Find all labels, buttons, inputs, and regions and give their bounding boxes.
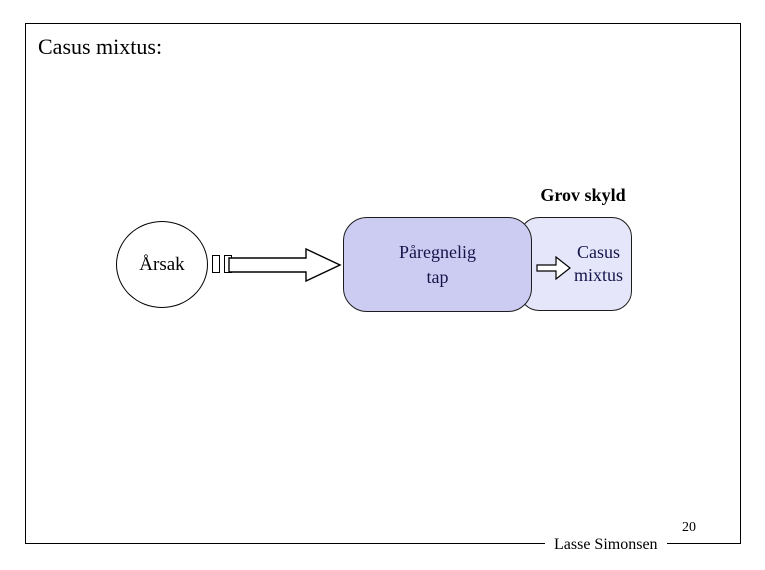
result-box: Casus mixtus [519,217,632,311]
grov-skyld-label: Grov skyld [540,185,626,205]
right-block-arrow-icon [228,247,342,283]
footer-author: Lasse Simonsen [545,536,667,554]
small-right-block-arrow-icon [536,255,571,281]
loss-box: Påregnelig tap [343,217,532,312]
result-box-line2: mixtus [573,265,623,285]
slide-title: Casus mixtus: [38,34,163,59]
cause-circle: Årsak [116,221,208,308]
loss-box-line1: Påregnelig [399,242,476,263]
loss-box-line2: tap [426,266,449,287]
cause-circle-label: Årsak [139,253,185,275]
empty-box-glyph-icon [212,255,220,273]
result-box-line1: Casus [576,241,620,262]
page-number: 20 [682,520,696,535]
